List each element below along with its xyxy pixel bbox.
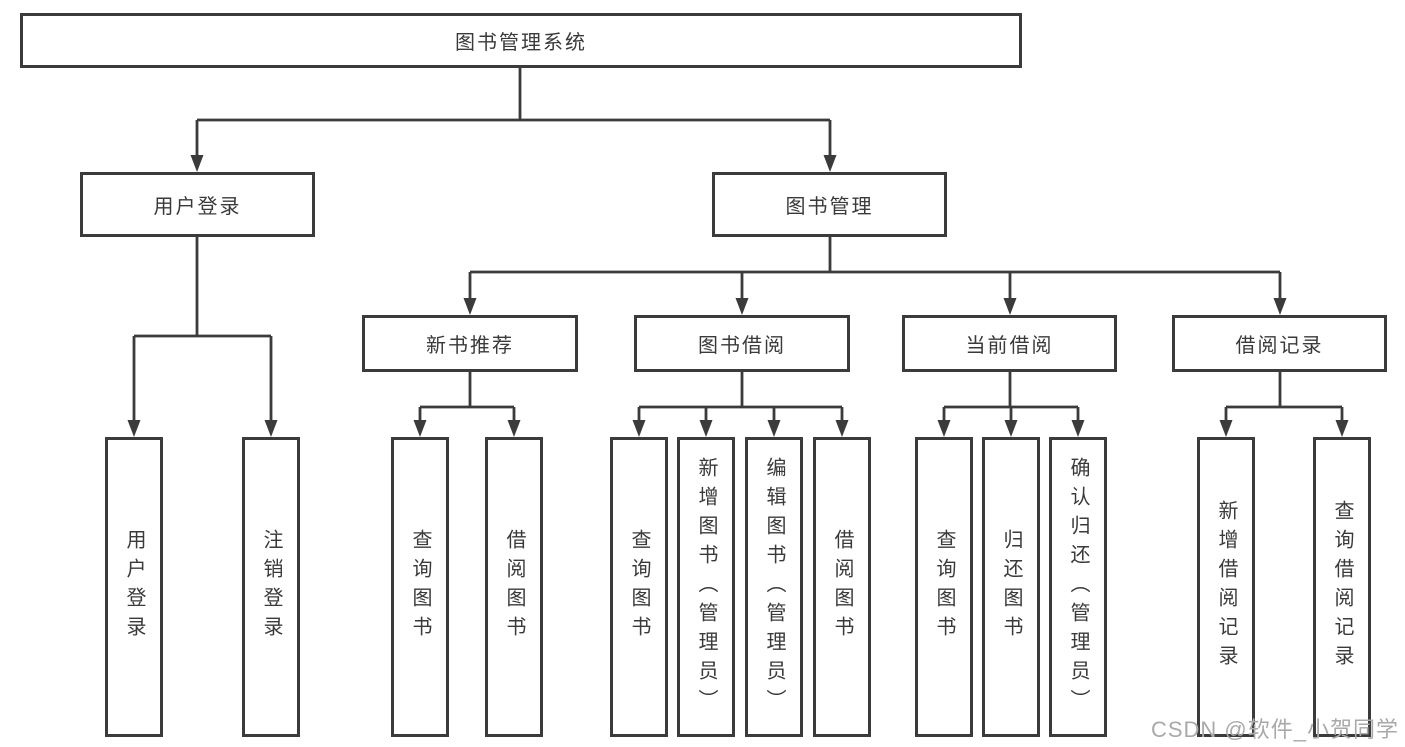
arrowhead <box>463 298 477 315</box>
node-leaf-add-borrow-record: 新增借阅记录 <box>1197 437 1255 737</box>
node-borrow-records-label: 借阅记录 <box>1235 335 1324 357</box>
node-leaf-return-book-label: 归还图书 <box>1000 529 1022 645</box>
node-user-login-label: 用户登录 <box>153 196 242 218</box>
node-leaf-add-borrow-record-label: 新增借阅记录 <box>1215 500 1237 674</box>
node-root: 图书管理系统 <box>20 13 1022 68</box>
node-leaf-add-book-admin-label: 新增图书（管理员） <box>695 456 717 718</box>
node-leaf-query-borrow-record: 查询借阅记录 <box>1313 437 1371 737</box>
node-borrow-records: 借阅记录 <box>1172 315 1387 372</box>
node-leaf-logout-label: 注销登录 <box>260 529 282 645</box>
arrowhead <box>1004 420 1018 437</box>
arrowhead <box>507 420 521 437</box>
csdn-watermark: CSDN @软件_小贺同学 <box>1150 717 1399 742</box>
node-leaf-query-books-1: 查询图书 <box>391 437 449 737</box>
node-leaf-confirm-return-admin-label: 确认归还（管理员） <box>1067 456 1089 718</box>
arrowhead <box>1003 298 1017 315</box>
connector-currentborrow-to-children <box>942 372 1080 423</box>
arrowhead <box>735 298 749 315</box>
arrowhead <box>823 155 837 172</box>
node-leaf-borrow-books-2-label: 借阅图书 <box>831 529 853 645</box>
node-leaf-add-book-admin: 新增图书（管理员） <box>677 437 735 737</box>
arrowhead <box>1219 420 1233 437</box>
node-book-borrow: 图书借阅 <box>634 315 850 372</box>
arrowhead <box>699 420 713 437</box>
connector-bookmgmt-to-level3 <box>468 237 1282 301</box>
node-leaf-edit-book-admin-label: 编辑图书（管理员） <box>763 456 785 718</box>
arrowhead <box>937 420 951 437</box>
node-leaf-query-books-2-label: 查询图书 <box>628 529 650 645</box>
connector-userlogin-to-children <box>132 237 273 423</box>
node-book-borrow-label: 图书借阅 <box>698 335 786 357</box>
arrowhead <box>127 420 141 437</box>
node-root-label: 图书管理系统 <box>455 32 587 54</box>
node-user-login: 用户登录 <box>80 172 315 237</box>
node-book-management: 图书管理 <box>712 172 947 237</box>
node-current-borrow: 当前借阅 <box>902 315 1117 372</box>
arrowhead <box>767 420 781 437</box>
node-leaf-query-books-2: 查询图书 <box>610 437 668 737</box>
node-leaf-return-book: 归还图书 <box>982 437 1040 737</box>
node-leaf-query-books-1-label: 查询图书 <box>409 529 431 645</box>
node-new-book-recommend: 新书推荐 <box>362 315 578 372</box>
arrowhead <box>1335 420 1349 437</box>
connector-root-to-level2 <box>195 68 832 158</box>
connector-borrowrecord-to-children <box>1224 372 1344 423</box>
node-leaf-borrow-books-1-label: 借阅图书 <box>503 529 525 645</box>
node-leaf-user-login: 用户登录 <box>105 437 163 737</box>
connector-bookborrow-to-children <box>637 372 844 423</box>
node-leaf-query-books-3-label: 查询图书 <box>933 529 955 645</box>
node-leaf-borrow-books-2: 借阅图书 <box>813 437 871 737</box>
node-leaf-edit-book-admin: 编辑图书（管理员） <box>745 437 803 737</box>
node-leaf-logout: 注销登录 <box>242 437 300 737</box>
node-leaf-user-login-label: 用户登录 <box>123 529 145 645</box>
node-book-management-label: 图书管理 <box>785 196 874 218</box>
arrowhead <box>1273 298 1287 315</box>
connector-newbook-to-children <box>418 372 516 423</box>
arrowhead <box>1071 420 1085 437</box>
node-leaf-confirm-return-admin: 确认归还（管理员） <box>1049 437 1107 737</box>
arrowhead <box>264 420 278 437</box>
arrowhead <box>190 155 204 172</box>
node-leaf-query-books-3: 查询图书 <box>915 437 973 737</box>
node-leaf-borrow-books-1: 借阅图书 <box>485 437 543 737</box>
node-new-book-recommend-label: 新书推荐 <box>426 335 514 357</box>
node-leaf-query-borrow-record-label: 查询借阅记录 <box>1331 500 1353 674</box>
arrowhead <box>632 420 646 437</box>
node-current-borrow-label: 当前借阅 <box>965 335 1054 357</box>
arrowhead <box>835 420 849 437</box>
arrowhead <box>413 420 427 437</box>
